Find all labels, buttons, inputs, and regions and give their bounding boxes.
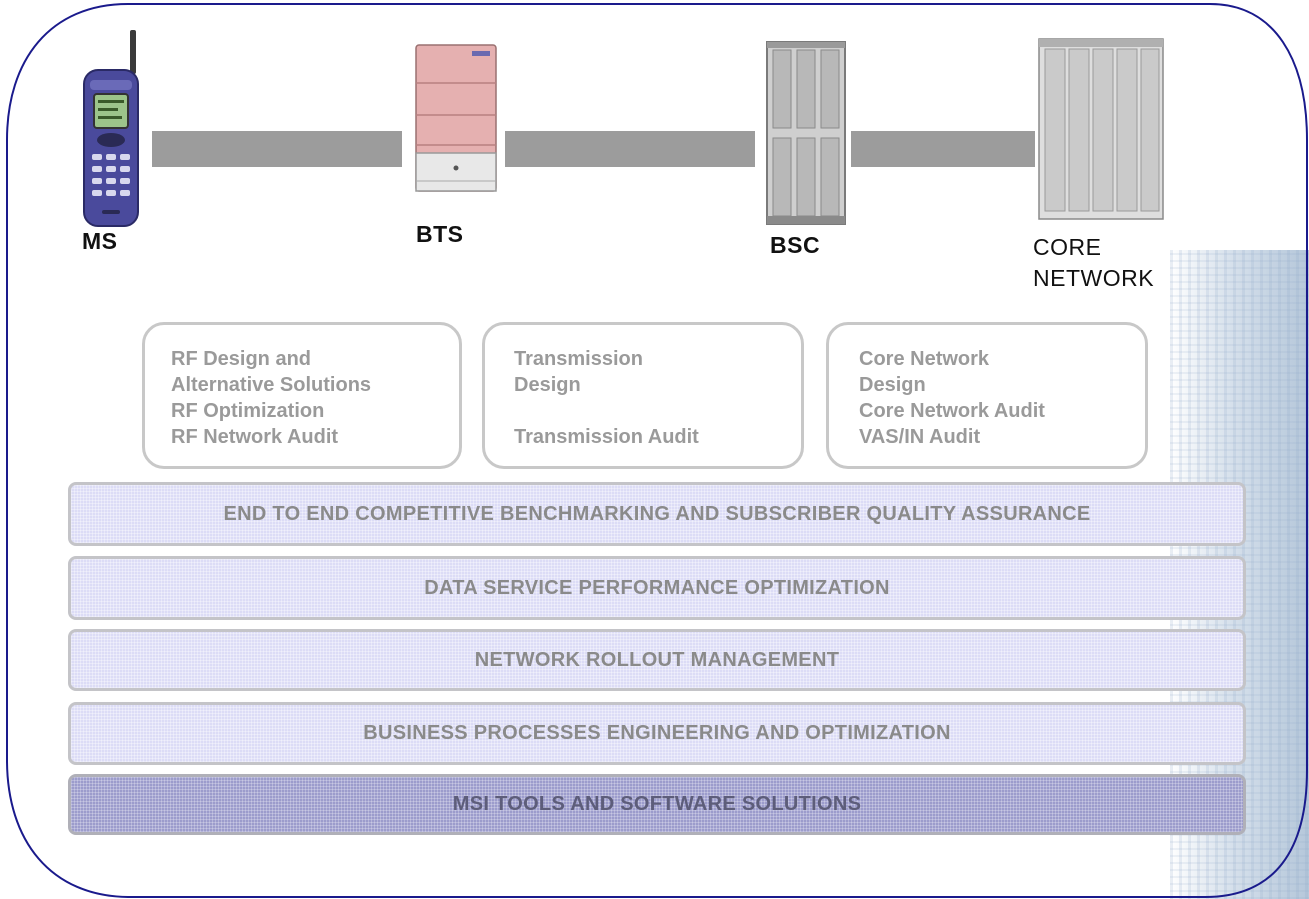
- service-item: [514, 398, 801, 424]
- service-item: Alternative Solutions: [171, 374, 372, 396]
- layer-label: NETWORK ROLLOUT MANAGEMENT: [474, 648, 840, 671]
- link-bts-bsc: [505, 131, 755, 167]
- service-item: Design: [514, 374, 581, 396]
- core-label-line-2: NETWORK: [1033, 265, 1155, 291]
- link-bsc-core: [851, 131, 1035, 167]
- layer-label: MSI TOOLS AND SOFTWARE SOLUTIONS: [452, 793, 862, 815]
- layer-data-service: DATA SERVICE PERFORMANCE OPTIMIZATION: [68, 556, 1246, 620]
- core-network-label: CORE NETWORK: [1033, 232, 1154, 294]
- bts-cabinet-icon: [412, 43, 500, 193]
- service-item: VAS/IN Audit: [859, 426, 981, 448]
- service-item: RF Optimization: [171, 400, 325, 422]
- service-item: Core Network Audit: [859, 400, 1045, 422]
- layer-label: BUSINESS PROCESSES ENGINEERING AND OPTIM…: [363, 722, 951, 744]
- layer-business-processes: BUSINESS PROCESSES ENGINEERING AND OPTIM…: [68, 702, 1246, 765]
- core-network-rack-icon: [1037, 37, 1165, 221]
- service-item: RF Network Audit: [171, 426, 339, 448]
- transmission-services-box: Transmission Design Transmission Audit: [482, 322, 804, 469]
- core-label-line-1: CORE: [1033, 234, 1102, 260]
- bsc-rack-icon: [765, 40, 847, 226]
- ms-label-text: MS: [82, 228, 118, 254]
- bsc-label: BSC: [770, 232, 820, 259]
- ms-label: MS: [82, 228, 118, 255]
- layer-benchmarking: END TO END COMPETITIVE BENCHMARKING AND …: [68, 482, 1246, 546]
- service-item: Core Network: [859, 348, 990, 370]
- mobile-phone-icon: [80, 30, 142, 228]
- link-ms-bts: [152, 131, 402, 167]
- layer-rollout: NETWORK ROLLOUT MANAGEMENT: [68, 629, 1246, 691]
- service-item: Transmission Audit: [514, 426, 699, 448]
- bts-label: BTS: [416, 221, 464, 248]
- layer-msi-tools: MSI TOOLS AND SOFTWARE SOLUTIONS: [68, 774, 1246, 835]
- layer-label: END TO END COMPETITIVE BENCHMARKING AND …: [223, 502, 1091, 525]
- service-item: Design: [859, 374, 926, 396]
- service-item: RF Design and: [171, 348, 312, 370]
- rf-services-box: RF Design and Alternative Solutions RF O…: [142, 322, 462, 469]
- bts-label-text: BTS: [416, 221, 464, 247]
- bsc-label-text: BSC: [770, 232, 821, 258]
- core-network-services-box: Core Network Design Core Network Audit V…: [826, 322, 1148, 469]
- layer-label: DATA SERVICE PERFORMANCE OPTIMIZATION: [424, 576, 890, 599]
- service-item: Transmission: [514, 348, 643, 370]
